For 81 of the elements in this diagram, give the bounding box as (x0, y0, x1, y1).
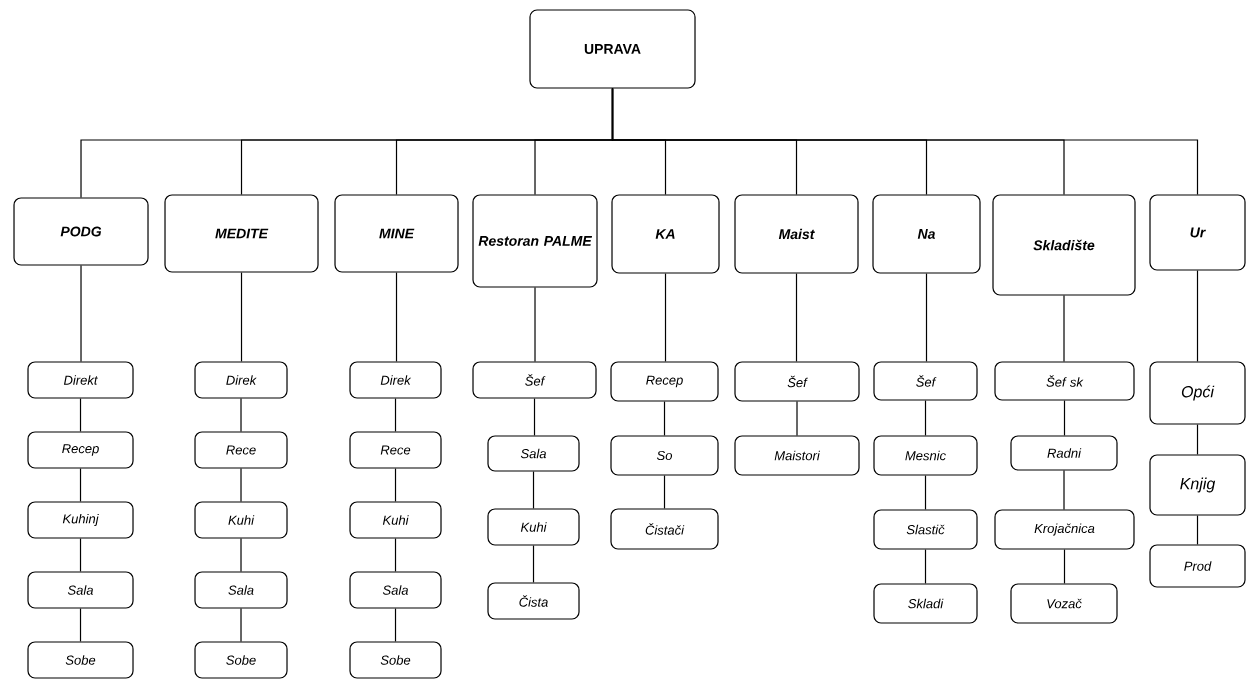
position-box: Šef (472, 361, 597, 399)
position-box: So (610, 435, 719, 476)
management-box: UPRAVA (529, 9, 696, 89)
position-box: Sala (194, 571, 288, 609)
department-box: KA (611, 194, 720, 274)
connector-line (663, 475, 666, 509)
connector-line (1063, 470, 1065, 510)
position-box: Sala (349, 571, 442, 609)
department-box: Restoran PALME (472, 194, 598, 288)
position-box: Direkt (27, 361, 134, 399)
position-box: Sala (487, 435, 580, 472)
connector-line (394, 538, 397, 572)
position-box: Sobe (194, 641, 288, 679)
connector-line (79, 468, 82, 502)
connector-line (924, 549, 927, 584)
connector-line (394, 398, 397, 432)
connector-line (664, 273, 667, 362)
connector-line (1196, 270, 1199, 362)
connector-line (395, 272, 398, 362)
position-box: Rece (194, 431, 288, 469)
position-box: Prod (1149, 544, 1246, 588)
connector-line (924, 400, 927, 436)
connector-line (925, 273, 928, 362)
connector-line (240, 538, 242, 572)
position-box: Skladi (873, 583, 978, 624)
connector-line (80, 265, 82, 362)
connector-line (240, 272, 243, 362)
position-box: Radni (1010, 435, 1118, 471)
connector-line (240, 608, 242, 642)
connector-line (240, 398, 242, 432)
position-box: Direk (349, 361, 442, 399)
position-box: Čista (487, 582, 580, 620)
position-box: Knjig (1149, 454, 1246, 516)
position-box: Recep (27, 431, 134, 469)
position-box: Šef (873, 361, 978, 401)
department-box: Maist (734, 194, 859, 274)
department-box: PODG (13, 197, 149, 266)
position-box: Kuhi (194, 501, 288, 539)
connector-line (1063, 295, 1065, 362)
position-box: Direk (194, 361, 288, 399)
position-box: Šef (734, 361, 860, 402)
department-box: Skladište (992, 194, 1136, 296)
department-box: MINE (334, 194, 459, 273)
position-box: Šef sk (994, 361, 1135, 401)
connector-line (532, 471, 535, 509)
position-box: Recep (610, 361, 719, 402)
position-box: Slastič (873, 509, 978, 550)
position-box: Opći (1149, 361, 1246, 425)
position-box: Kuhi (349, 501, 442, 539)
connector-line (1063, 549, 1066, 584)
connector-line (924, 475, 927, 510)
connector-line (1196, 515, 1199, 545)
connector-line (611, 88, 1199, 195)
department-box: Ur (1149, 194, 1246, 271)
connector-line (534, 287, 536, 362)
position-box: Kuhi (487, 508, 580, 546)
connector-line (79, 398, 82, 432)
connector-line (394, 608, 397, 642)
position-box: Vozač (1010, 583, 1118, 624)
department-box: Na (872, 194, 981, 274)
connector-line (795, 273, 798, 362)
connector-line (663, 401, 666, 436)
position-box: Maistori (734, 435, 860, 476)
department-box: MEDITE (164, 194, 319, 273)
connector-line (79, 538, 82, 572)
position-box: Čistači (610, 508, 719, 550)
connector-line (532, 545, 535, 583)
connector-line (1196, 424, 1199, 455)
connector-line (394, 468, 397, 502)
position-box: Sobe (349, 641, 442, 679)
position-box: Krojačnica (994, 509, 1135, 550)
position-box: Sobe (27, 641, 134, 679)
position-box: Sala (27, 571, 134, 609)
connector-line (1063, 400, 1066, 436)
connector-line (533, 398, 536, 436)
position-box: Mesnic (873, 435, 978, 476)
connector-line (796, 401, 798, 436)
connector-line (79, 608, 82, 642)
connector-line (240, 468, 242, 502)
position-box: Rece (349, 431, 442, 469)
position-box: Kuhinj (27, 501, 134, 539)
